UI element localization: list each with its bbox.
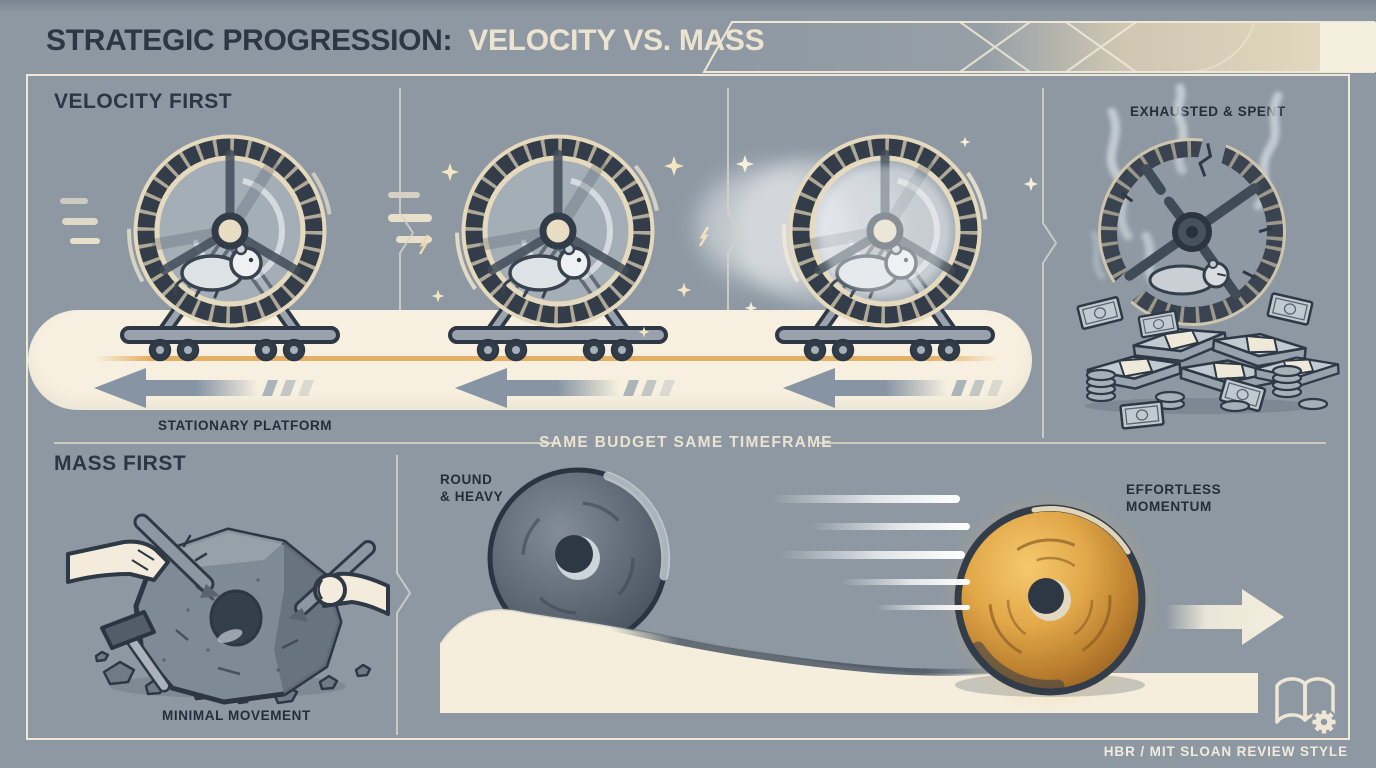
panel-divider-chevron (1042, 88, 1058, 438)
panel-divider-chevron (727, 88, 743, 310)
hamster-wheel-stage1-icon (60, 128, 400, 366)
velocity-row-heading: VELOCITY FIRST (54, 90, 233, 113)
page-title: STRATEGIC PROGRESSION: VELOCITY VS. MASS (46, 24, 765, 58)
chisel-hand-right-icon (288, 540, 390, 622)
hamster-wheel-stage3-icon (697, 128, 1039, 366)
book-gear-icon (1275, 677, 1338, 736)
golden-wheel-icon (938, 488, 1162, 712)
hammer-icon (100, 610, 171, 693)
footer-credit: HBR / MIT SLOAN REVIEW STYLE (1103, 744, 1348, 759)
left-arrow-icon (783, 368, 1003, 408)
budget-timeframe-label: SAME BUDGET SAME TIMEFRAME (539, 434, 833, 451)
momentum-label: EFFORTLESS MOMENTUM (1126, 482, 1222, 514)
header-decoration-band (702, 21, 1376, 74)
panel-divider-chevron (396, 455, 412, 735)
minimal-movement-caption: MINIMAL MOVEMENT (162, 708, 311, 723)
speed-lines-icon (770, 495, 970, 610)
chisel-hand-left-icon (66, 513, 220, 598)
row-divider-line (818, 442, 1326, 444)
rolling-track (606, 623, 996, 676)
right-arrow-icon (1165, 589, 1284, 645)
round-heavy-label: ROUND & HEAVY (440, 472, 504, 504)
panel-divider-chevron (399, 88, 415, 310)
flying-bill-icon (1119, 400, 1165, 430)
left-arrow-icon (94, 368, 314, 408)
exhausted-hamster-icon (1148, 259, 1230, 296)
slope-scene (438, 467, 1284, 713)
mass-row-heading: MASS FIRST (54, 452, 187, 475)
gray-wheel-icon (487, 467, 671, 649)
hamster-wheel-stage2-icon (388, 128, 710, 366)
stone-carving-icon (66, 513, 390, 705)
money-pile-icon (1085, 309, 1341, 414)
platform-accent-line (95, 356, 1000, 361)
broken-wheel-icon (1090, 83, 1286, 326)
row-divider-line (54, 442, 558, 444)
exhausted-label: EXHAUSTED & SPENT (1130, 104, 1286, 119)
left-arrow-icon (455, 368, 675, 408)
content-frame (26, 74, 1350, 740)
top-shade (0, 0, 1376, 14)
platform-caption: STATIONARY PLATFORM (158, 418, 333, 433)
page-title-prefix: STRATEGIC PROGRESSION: (46, 24, 453, 57)
